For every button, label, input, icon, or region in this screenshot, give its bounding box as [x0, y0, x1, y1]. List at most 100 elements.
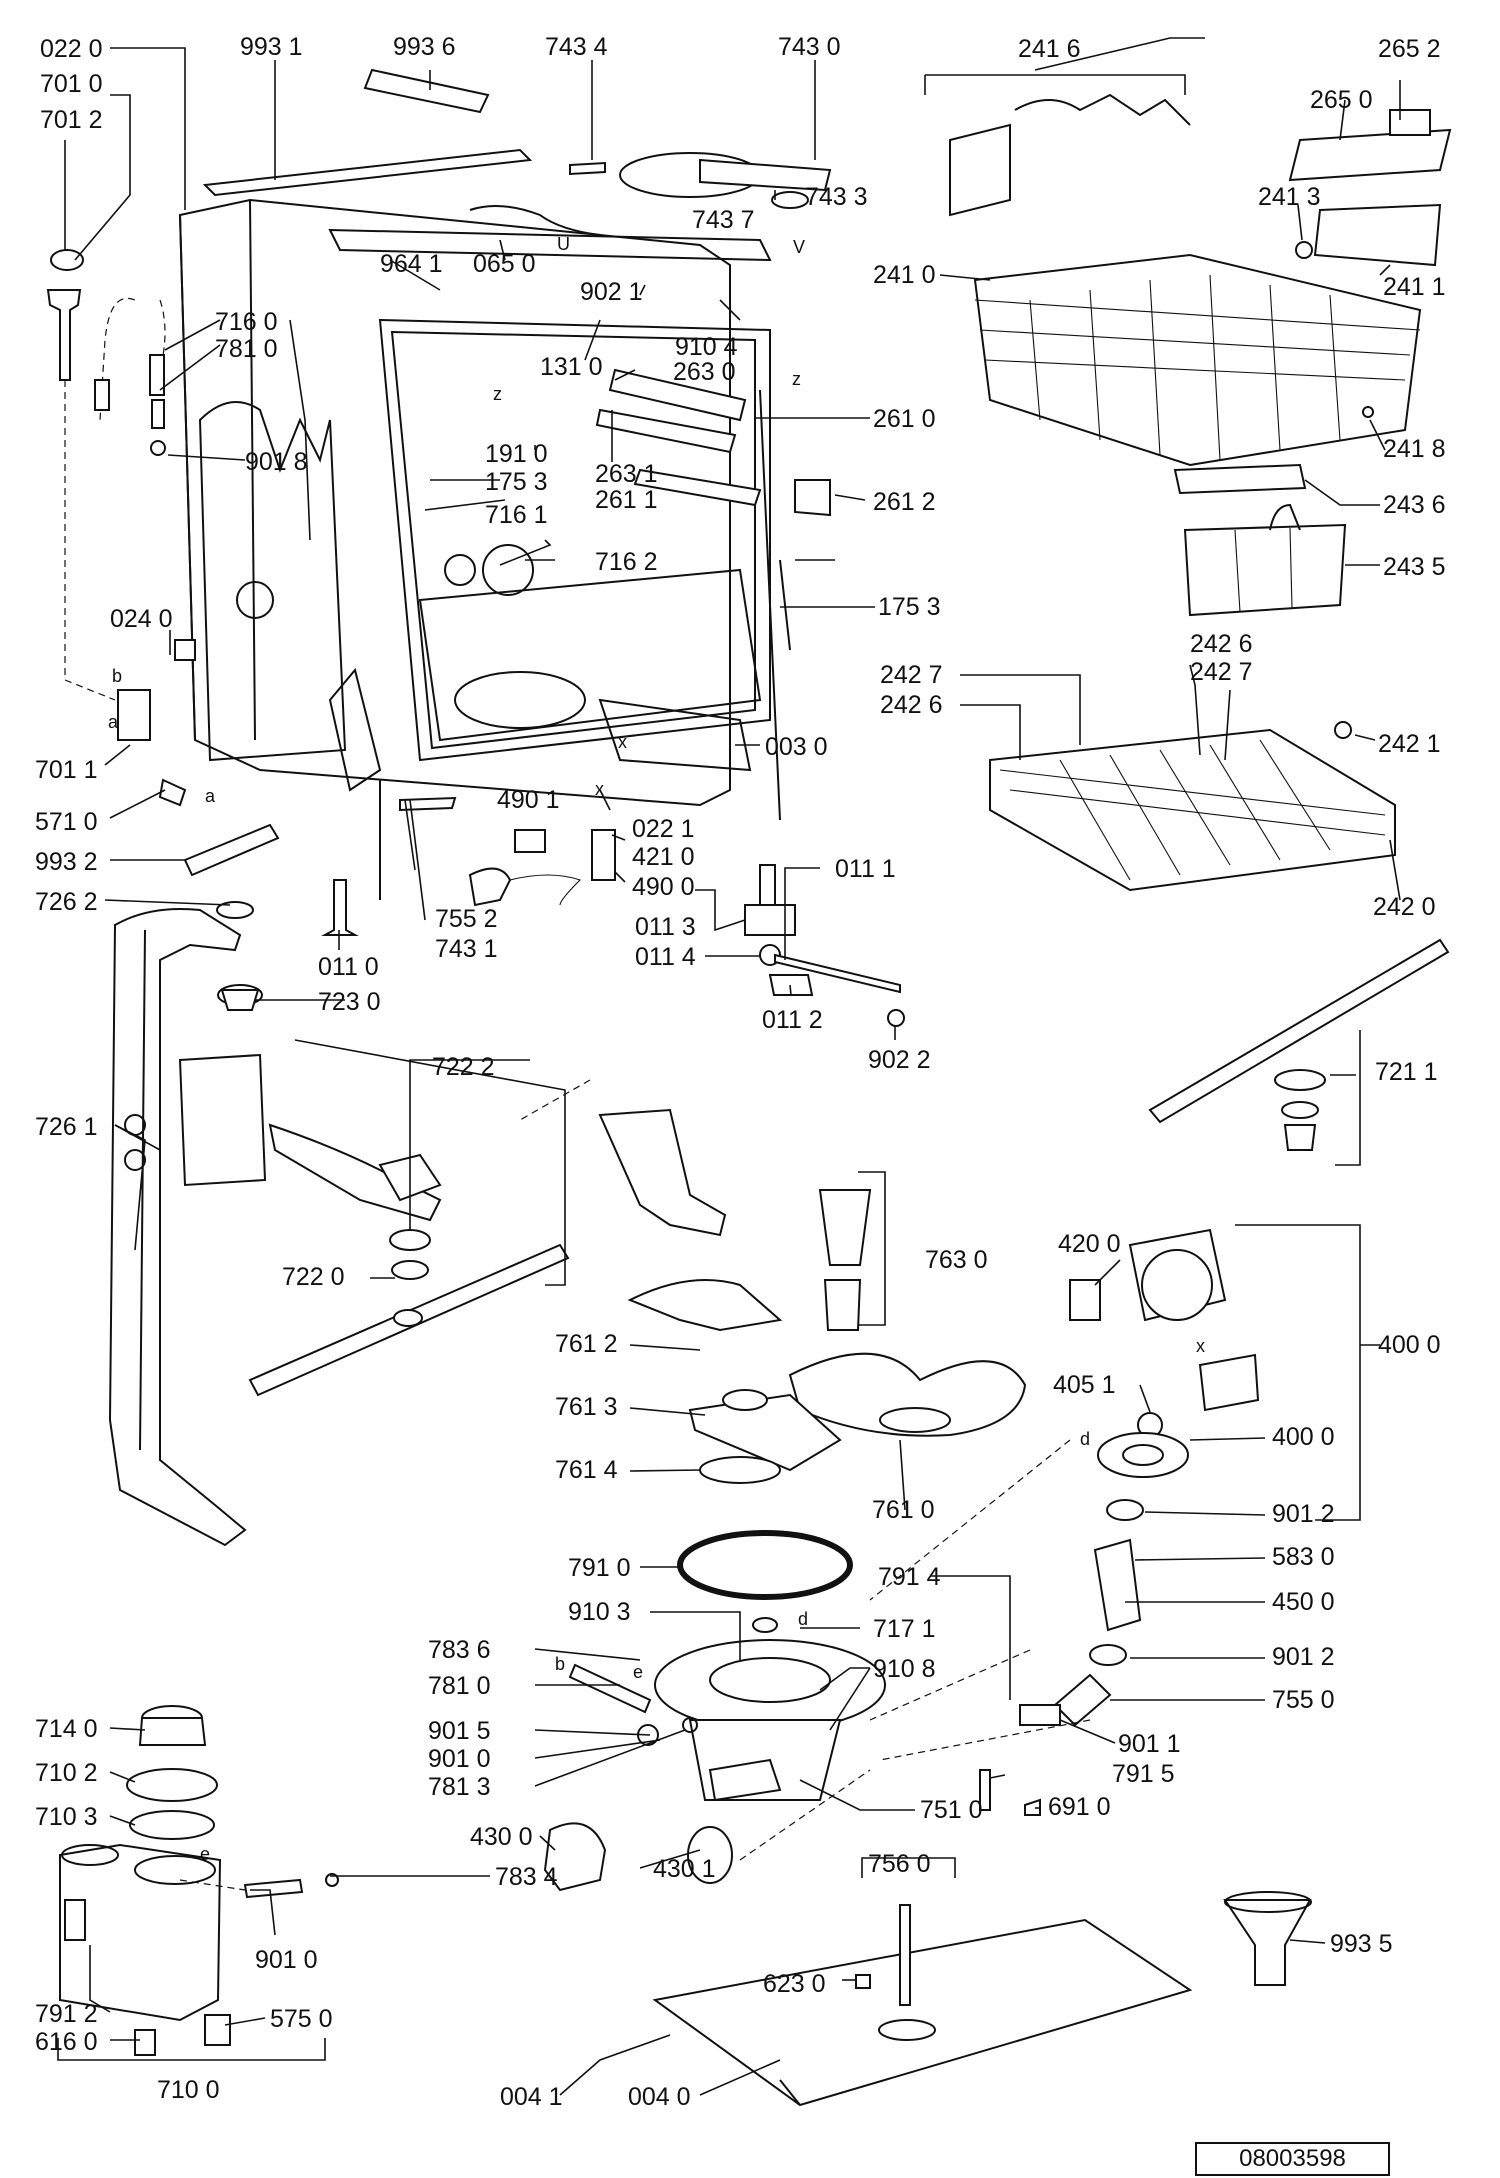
- label-241-3: 241 3: [1258, 183, 1321, 211]
- upper-basket: [949, 93, 1452, 467]
- label-265-0: 265 0: [1310, 86, 1373, 114]
- label-024-0: 024 0: [110, 605, 173, 633]
- label-743-3: 743 3: [805, 183, 868, 211]
- label-242-7b: 242 7: [1190, 658, 1253, 686]
- label-901-0b: 901 0: [255, 1946, 318, 1974]
- label-701-2: 701 2: [40, 106, 103, 134]
- label-004-0: 004 0: [628, 2083, 691, 2111]
- label-726-1: 726 1: [35, 1113, 98, 1141]
- label-242-6a: 242 6: [1190, 630, 1253, 658]
- label-131-0: 131 0: [540, 353, 603, 381]
- label-241-1: 241 1: [1383, 273, 1446, 301]
- lower-spray-arm-assembly: [178, 1053, 570, 1397]
- label-902-1: 902 1: [580, 278, 643, 306]
- label-791-0: 791 0: [568, 1554, 631, 1582]
- label-756-0: 756 0: [868, 1850, 931, 1878]
- label-242-7a: 242 7: [880, 661, 943, 689]
- label-993-1: 993 1: [240, 33, 303, 61]
- label-022-0: 022 0: [40, 35, 103, 63]
- label-901-2a: 901 2: [1272, 1500, 1335, 1528]
- label-910-3: 910 3: [568, 1598, 631, 1626]
- supply-pipe: [108, 901, 263, 1547]
- label-751-0: 751 0: [920, 1796, 983, 1824]
- label-265-2: 265 2: [1378, 35, 1441, 63]
- letter-b-1: b: [112, 666, 122, 686]
- label-004-1: 004 1: [500, 2083, 563, 2111]
- left-hose-parts: [46, 249, 280, 877]
- label-175-3a: 175 3: [485, 468, 548, 496]
- label-011-1: 011 1: [835, 855, 896, 883]
- label-261-1: 261 1: [595, 486, 658, 514]
- label-243-6: 243 6: [1383, 491, 1446, 519]
- label-616-0: 616 0: [35, 2028, 98, 2056]
- label-722-2: 722 2: [432, 1053, 495, 1081]
- base-plate: [652, 1891, 1312, 2107]
- label-761-0: 761 0: [872, 1496, 935, 1524]
- letter-v: V: [793, 237, 805, 257]
- label-716-0: 716 0: [215, 308, 278, 336]
- door-switch-parts: [399, 796, 616, 907]
- label-910-8: 910 8: [873, 1655, 936, 1683]
- label-175-3b: 175 3: [878, 593, 941, 621]
- letter-d-2: d: [798, 1609, 808, 1629]
- leader-lines: [64, 37, 1401, 2096]
- label-575-0: 575 0: [270, 2005, 333, 2033]
- label-781-0a: 781 0: [215, 335, 278, 363]
- label-242-0: 242 0: [1373, 893, 1436, 921]
- label-065-0: 065 0: [473, 250, 536, 278]
- label-993-2: 993 2: [35, 848, 98, 876]
- assembly-guides: [179, 1079, 1091, 1891]
- label-261-2: 261 2: [873, 488, 936, 516]
- label-571-0: 571 0: [35, 808, 98, 836]
- callout-letters: z z x x b a a b d d e e x U V: [108, 234, 1205, 1864]
- label-421-0: 421 0: [632, 843, 695, 871]
- cutlery-basket: [1173, 463, 1347, 617]
- label-450-0: 450 0: [1272, 1588, 1335, 1616]
- letter-e-1: e: [633, 1662, 643, 1682]
- label-755-0: 755 0: [1272, 1686, 1335, 1714]
- sump-housing: [543, 1617, 886, 1892]
- part-labels: 022 0 701 0 701 2 993 1 993 6 743 4 743 …: [35, 33, 1446, 2111]
- sump-gasket: [677, 1530, 853, 1600]
- label-022-1: 022 1: [632, 815, 695, 843]
- label-714-0: 714 0: [35, 1715, 98, 1743]
- label-191-0: 191 0: [485, 440, 548, 468]
- label-400-0b: 400 0: [1272, 1423, 1335, 1451]
- label-263-1: 263 1: [595, 460, 658, 488]
- label-710-2: 710 2: [35, 1759, 98, 1787]
- label-901-0a: 901 0: [428, 1745, 491, 1773]
- label-901-1: 901 1: [1118, 1730, 1181, 1758]
- group-brackets: [57, 74, 1380, 2061]
- label-011-0: 011 0: [318, 953, 379, 981]
- document-id-box: 08003598: [1195, 2142, 1390, 2176]
- label-430-1: 430 1: [653, 1855, 716, 1883]
- label-901-2b: 901 2: [1272, 1643, 1335, 1671]
- top-strips: [202, 68, 832, 209]
- label-993-6: 993 6: [393, 33, 456, 61]
- label-902-2: 902 2: [868, 1046, 931, 1074]
- label-261-0: 261 0: [873, 405, 936, 433]
- label-755-2: 755 2: [435, 905, 498, 933]
- label-761-3: 761 3: [555, 1393, 618, 1421]
- label-743-1: 743 1: [435, 935, 498, 963]
- label-716-2: 716 2: [595, 548, 658, 576]
- water-softener: [59, 1705, 339, 2056]
- label-490-0: 490 0: [632, 873, 695, 901]
- label-791-2: 791 2: [35, 2000, 98, 2028]
- label-701-1: 701 1: [35, 756, 98, 784]
- letter-b-2: b: [555, 1654, 565, 1674]
- label-721-1: 721 1: [1375, 1058, 1438, 1086]
- label-691-0: 691 0: [1048, 1793, 1111, 1821]
- label-761-4: 761 4: [555, 1456, 618, 1484]
- label-710-3: 710 3: [35, 1803, 98, 1831]
- label-743-7: 743 7: [692, 206, 755, 234]
- label-420-0: 420 0: [1058, 1230, 1121, 1258]
- label-910-4: 910 4: [675, 333, 738, 361]
- label-400-0a: 400 0: [1378, 1331, 1441, 1359]
- label-791-4: 791 4: [878, 1563, 941, 1591]
- label-430-0: 430 0: [470, 1823, 533, 1851]
- letter-z-1: z: [493, 384, 502, 404]
- label-241-6: 241 6: [1018, 35, 1081, 63]
- label-723-0: 723 0: [318, 988, 381, 1016]
